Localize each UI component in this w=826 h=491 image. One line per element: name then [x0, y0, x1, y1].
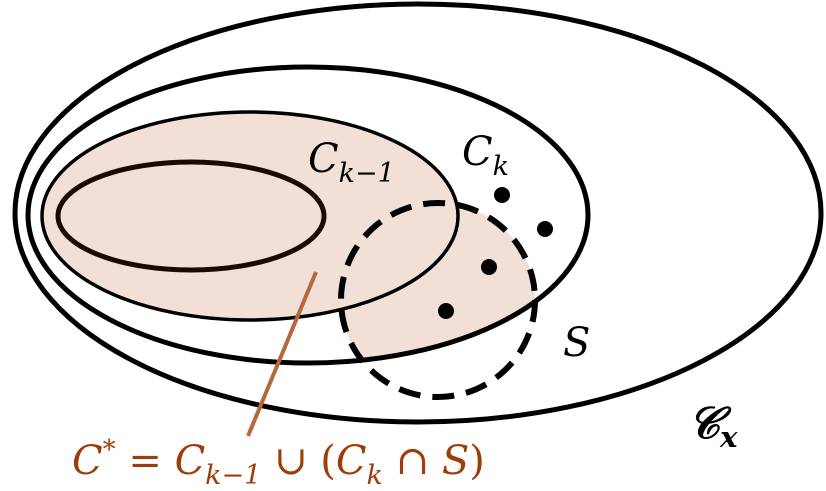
label-c-k: Ck: [462, 129, 509, 182]
label-c-x: 𝒞x: [688, 398, 738, 454]
sample-point: [537, 221, 553, 237]
inner-set: [55, 159, 327, 273]
set-c-k-minus-1: [40, 110, 460, 322]
c-star-pointer-line: [246, 271, 318, 437]
sample-point: [438, 303, 454, 319]
label-c-k-minus-1: Ck−1: [308, 136, 395, 189]
set-c-k: [25, 64, 591, 366]
sample-points: [438, 187, 553, 319]
sample-point: [481, 259, 497, 275]
label-s: S: [563, 320, 590, 366]
sample-point: [494, 187, 510, 203]
formula-c-star: C* = Ck−1 ∪ (Ck ∩ S): [72, 435, 485, 491]
set-c-x: [12, 1, 824, 425]
set-s: [338, 200, 538, 400]
